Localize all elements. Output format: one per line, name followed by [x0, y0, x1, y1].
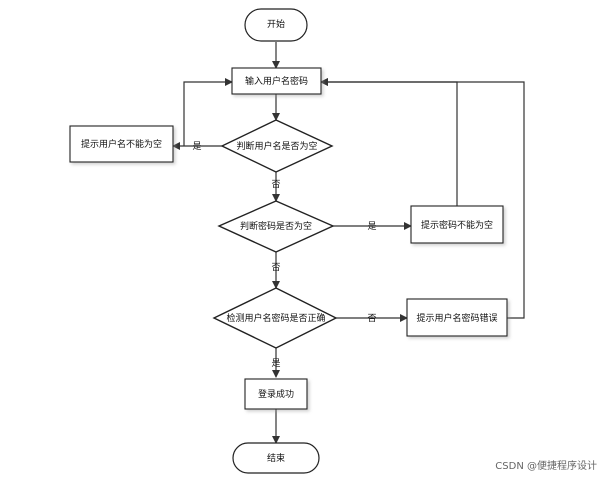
edge-label-password-yes: 是 — [367, 221, 376, 232]
username-empty-tip-node: 提示用户名不能为空 — [69, 125, 174, 163]
edge-label-password-no: 否 — [271, 262, 280, 273]
check-password-empty-label: 判断密码是否为空 — [240, 220, 312, 232]
end-node: 结束 — [232, 442, 320, 474]
csdn-watermark: CSDN @便捷程序设计 — [495, 459, 597, 472]
start-node-label: 开始 — [267, 18, 285, 30]
edge-error-tip-back — [320, 78, 525, 319]
edge-label-username-no: 否 — [271, 179, 280, 190]
login-success-node: 登录成功 — [244, 378, 308, 410]
password-empty-tip-node: 提示密码不能为空 — [410, 205, 504, 244]
check-credentials-node: 检测用户名密码是否正确 — [212, 287, 338, 349]
check-username-empty-node: 判断用户名是否为空 — [220, 119, 334, 173]
check-username-empty-label: 判断用户名是否为空 — [236, 140, 317, 152]
input-node-label: 输入用户名密码 — [245, 75, 308, 87]
end-node-label: 结束 — [267, 452, 285, 464]
credentials-error-tip-node: 提示用户名密码错误 — [406, 298, 508, 337]
edge-label-credentials-yes: 是 — [271, 358, 280, 369]
edge-label-username-yes: 是 — [192, 141, 201, 152]
edge-password-tip-back — [320, 78, 458, 206]
edge-label-credentials-no: 否 — [367, 313, 376, 324]
check-credentials-label: 检测用户名密码是否正确 — [226, 312, 325, 324]
edges — [172, 42, 525, 444]
check-password-empty-node: 判断密码是否为空 — [217, 200, 335, 253]
username-empty-tip-label: 提示用户名不能为空 — [81, 138, 162, 150]
credentials-error-tip-label: 提示用户名密码错误 — [416, 312, 497, 324]
password-empty-tip-label: 提示密码不能为空 — [421, 219, 493, 231]
login-success-label: 登录成功 — [258, 388, 294, 400]
start-node: 开始 — [244, 8, 308, 42]
input-node: 输入用户名密码 — [231, 67, 322, 95]
edge-username-tip-back — [183, 78, 233, 146]
